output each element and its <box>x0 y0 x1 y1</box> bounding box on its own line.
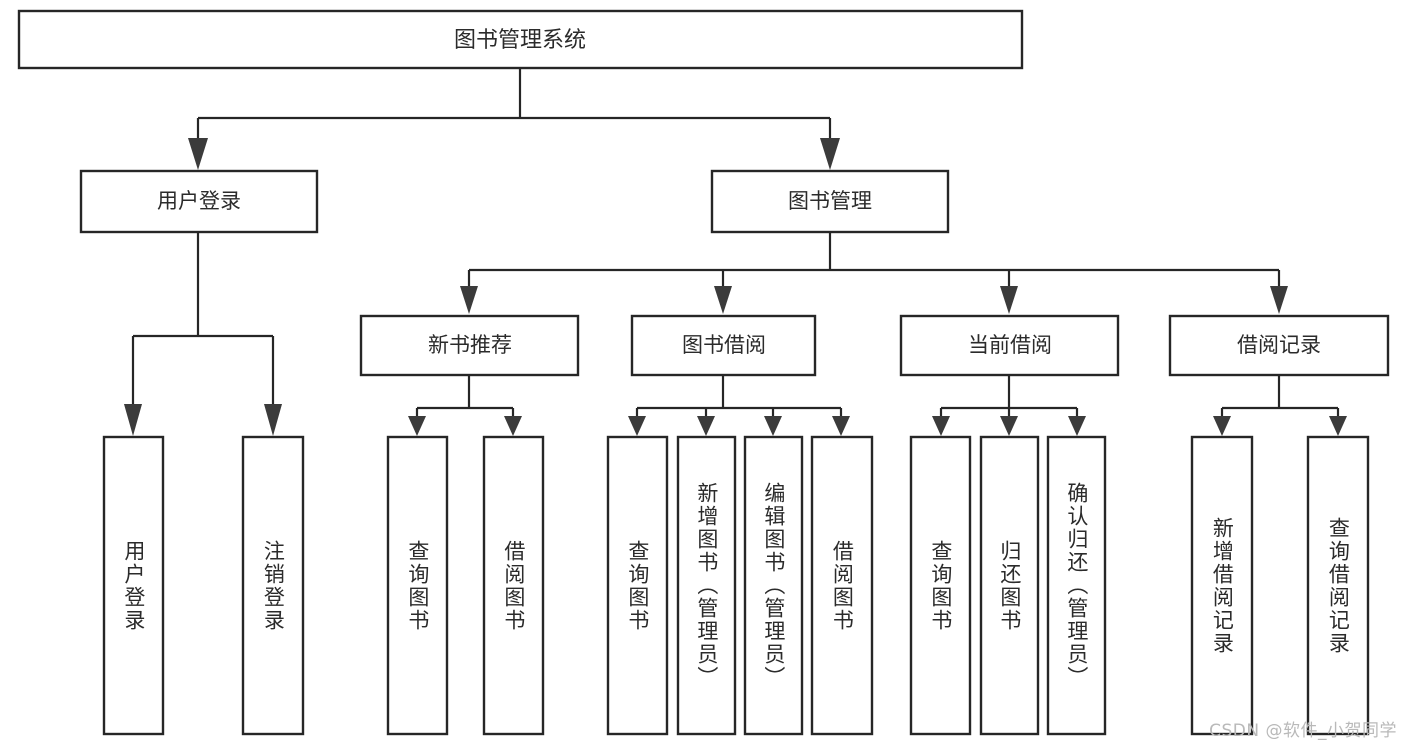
leaf-box-user-login[interactable] <box>102 435 165 736</box>
arrow-head-bookborrow-leaf-2 <box>697 416 715 436</box>
node-borrow-record-label: 借阅记录 <box>1237 333 1321 357</box>
arrow-head-bookborrow-leaf-4 <box>832 416 850 436</box>
arrow-head-bookborrow-leaf-1 <box>628 416 646 436</box>
leaf-box-logout[interactable] <box>241 435 305 736</box>
arrow-head-newbook-leaf-1 <box>408 416 426 436</box>
leaf-box-borrow-add[interactable] <box>676 435 737 736</box>
arrow-head-new-book-recommend <box>460 286 478 314</box>
leaf-box-current-query[interactable] <box>909 435 972 736</box>
arrow-head-currentborrow-leaf-3 <box>1068 416 1086 436</box>
node-borrow-record-box[interactable] <box>1168 314 1390 377</box>
leaf-box-newbook-borrow[interactable] <box>482 435 545 736</box>
node-user-login[interactable]: 用户登录 <box>79 169 319 234</box>
node-current-borrow[interactable]: 当前借阅 <box>899 314 1120 377</box>
nodes-layer: 图书管理系统 用户登录 图书管理 新书推荐 图书借阅 当前 <box>17 9 1390 736</box>
node-new-book-recommend[interactable]: 新书推荐 <box>359 314 580 377</box>
leaf-box-record-add[interactable] <box>1190 435 1254 736</box>
node-book-borrow-box[interactable] <box>630 314 817 377</box>
node-root-label: 图书管理系统 <box>454 28 586 53</box>
node-book-borrow[interactable]: 图书借阅 <box>630 314 817 377</box>
node-current-borrow-label: 当前借阅 <box>968 333 1052 357</box>
arrow-head-leaf-logout <box>264 404 282 436</box>
watermark-label: CSDN @软件_小贺同学 <box>1209 721 1397 741</box>
node-book-manage[interactable]: 图书管理 <box>710 169 950 234</box>
leaf-box-borrow-lend[interactable] <box>810 435 874 736</box>
node-new-book-recommend-label: 新书推荐 <box>428 333 512 357</box>
leaf-box-newbook-query[interactable] <box>386 435 449 736</box>
node-current-borrow-box[interactable] <box>899 314 1120 377</box>
node-book-borrow-label: 图书借阅 <box>682 333 766 357</box>
node-root[interactable]: 图书管理系统 <box>17 9 1024 70</box>
arrow-head-borrowrecord-leaf-1 <box>1213 416 1231 436</box>
arrow-head-user-login <box>188 138 208 170</box>
arrow-head-current-borrow <box>1000 286 1018 314</box>
leaf-box-current-return[interactable] <box>979 435 1040 736</box>
node-user-login-label: 用户登录 <box>157 189 241 213</box>
leaf-box-borrow-query[interactable] <box>606 435 669 736</box>
connectors-layer <box>124 68 1347 436</box>
node-book-manage-label: 图书管理 <box>788 189 872 213</box>
arrow-head-currentborrow-leaf-1 <box>932 416 950 436</box>
node-root-box[interactable] <box>17 9 1024 70</box>
arrow-head-borrowrecord-leaf-2 <box>1329 416 1347 436</box>
node-user-login-box[interactable] <box>79 169 319 234</box>
leaf-box-borrow-edit[interactable] <box>743 435 804 736</box>
arrow-head-book-borrow <box>714 286 732 314</box>
arrow-head-leaf-user-login <box>124 404 142 436</box>
node-new-book-recommend-box[interactable] <box>359 314 580 377</box>
arrow-head-newbook-leaf-2 <box>504 416 522 436</box>
arrow-head-currentborrow-leaf-2 <box>1000 416 1018 436</box>
leaf-box-current-confirm[interactable] <box>1046 435 1107 736</box>
node-book-manage-box[interactable] <box>710 169 950 234</box>
arrow-head-book-manage <box>820 138 840 170</box>
arrow-head-bookborrow-leaf-3 <box>764 416 782 436</box>
arrow-head-borrow-record <box>1270 286 1288 314</box>
leaf-box-record-query[interactable] <box>1306 435 1370 736</box>
node-borrow-record[interactable]: 借阅记录 <box>1168 314 1390 377</box>
